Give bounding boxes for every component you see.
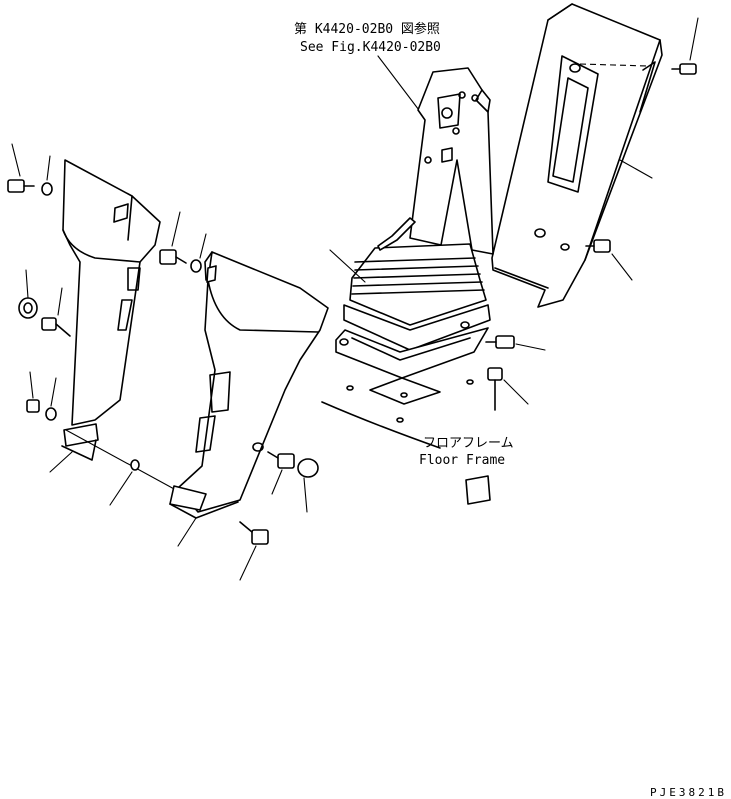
bolt-top-right bbox=[671, 17, 699, 75]
leader-mid-cover bbox=[177, 517, 197, 547]
bolt-left-1 bbox=[7, 143, 35, 193]
floor-tab bbox=[465, 475, 491, 505]
left-cover bbox=[61, 159, 161, 461]
bolt-mid-3 bbox=[239, 521, 269, 581]
bolt-mid-2 bbox=[267, 451, 295, 495]
middle-cover bbox=[169, 251, 329, 519]
bolt-left-2 bbox=[41, 287, 71, 337]
collar-left bbox=[18, 269, 38, 319]
washer-left-3 bbox=[109, 459, 140, 506]
bolt-base-2 bbox=[487, 367, 529, 411]
floor-frame-label-en: Floor Frame bbox=[419, 453, 505, 468]
floor-frame-label-jp: フロアフレーム bbox=[423, 436, 514, 451]
lever-bracket bbox=[409, 67, 494, 255]
drawing-code: PJE3821B bbox=[650, 786, 727, 799]
bolt-right-lower bbox=[585, 239, 633, 281]
washer-mid bbox=[190, 233, 207, 273]
floor-line bbox=[321, 401, 441, 449]
assembly-line-left bbox=[65, 429, 177, 491]
nut-left bbox=[26, 371, 40, 413]
reference-note-en: See Fig.K4420-02B0 bbox=[300, 40, 441, 55]
plug-cap bbox=[297, 458, 319, 513]
reference-note-jp: 第 K4420-02B0 図参照 bbox=[294, 21, 440, 37]
leader-left-cover bbox=[49, 451, 73, 473]
bolt-base-1 bbox=[485, 335, 546, 351]
washer-left-2 bbox=[45, 377, 57, 421]
bolt-mid-1 bbox=[159, 211, 187, 265]
lever-base-boot bbox=[329, 217, 491, 423]
leader-right-cover bbox=[619, 159, 653, 179]
right-side-cover bbox=[491, 3, 663, 308]
washer-left-1 bbox=[41, 155, 53, 196]
